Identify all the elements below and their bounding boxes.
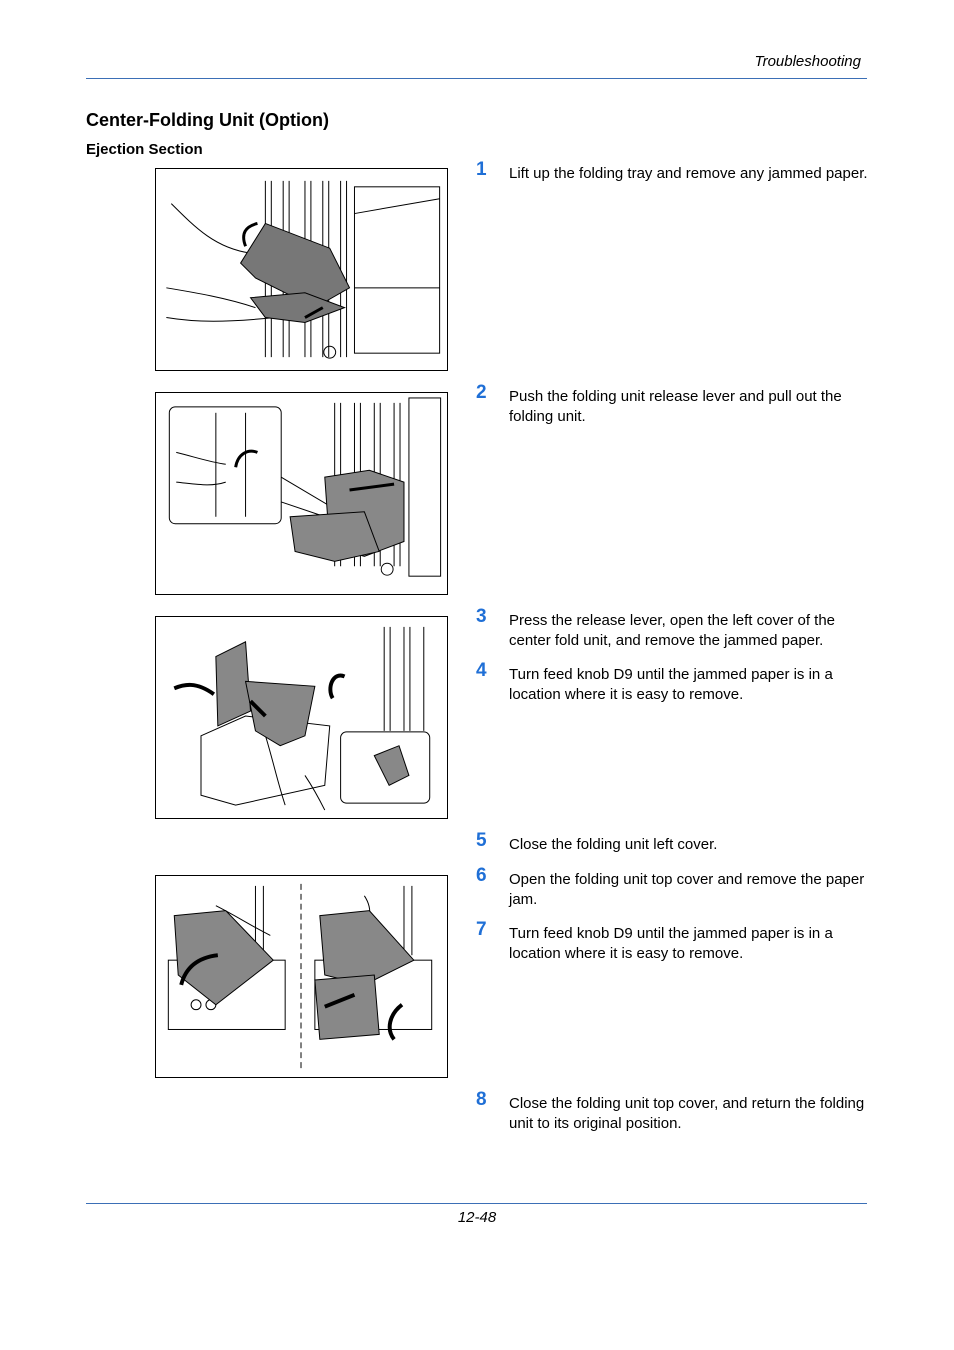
running-header: Troubleshooting: [754, 53, 861, 70]
page-number: 12-48: [457, 1209, 497, 1226]
step-text: Push the folding unit release lever and …: [509, 388, 842, 425]
step-number: 3: [476, 606, 487, 627]
step-text: Lift up the folding tray and remove any …: [509, 165, 868, 182]
subsection-title: Ejection Section: [86, 141, 203, 158]
step-number: 4: [476, 660, 487, 681]
folding-unit-drawing: [168, 397, 442, 577]
step-2: 2 Push the folding unit release lever an…: [476, 382, 868, 427]
folding-tray-drawing: [166, 180, 441, 359]
step-3: 3 Press the release lever, open the left…: [476, 606, 868, 651]
step-number: 8: [476, 1089, 487, 1110]
left-cover-drawing: [173, 626, 431, 811]
illustration-lift-folding-tray: [155, 168, 448, 371]
step-5: 5 Close the folding unit left cover.: [476, 830, 868, 855]
illustration-open-top-cover: [155, 875, 448, 1078]
step-number: 6: [476, 865, 487, 886]
illustration-pull-out-folding-unit: [155, 392, 448, 595]
illustration-open-left-cover: [155, 616, 448, 819]
header-rule: [86, 78, 867, 79]
step-number: 2: [476, 382, 487, 403]
section-title: Center-Folding Unit (Option): [86, 110, 329, 130]
step-1: 1 Lift up the folding tray and remove an…: [476, 159, 868, 184]
step-6: 6 Open the folding unit top cover and re…: [476, 865, 868, 910]
step-8: 8 Close the folding unit top cover, and …: [476, 1089, 868, 1134]
step-text: Open the folding unit top cover and remo…: [509, 871, 865, 908]
step-number: 1: [476, 159, 487, 180]
step-number: 5: [476, 830, 487, 851]
footer-rule: [86, 1203, 867, 1204]
step-text: Press the release lever, open the left c…: [509, 612, 836, 649]
step-7: 7 Turn feed knob D9 until the jammed pap…: [476, 919, 868, 964]
step-4: 4 Turn feed knob D9 until the jammed pap…: [476, 660, 868, 705]
step-text: Close the folding unit top cover, and re…: [509, 1095, 865, 1132]
step-number: 7: [476, 919, 487, 940]
step-text: Turn feed knob D9 until the jammed paper…: [509, 666, 833, 703]
top-cover-drawing: [167, 883, 433, 1071]
step-text: Close the folding unit left cover.: [509, 836, 718, 853]
step-text: Turn feed knob D9 until the jammed paper…: [509, 925, 833, 962]
